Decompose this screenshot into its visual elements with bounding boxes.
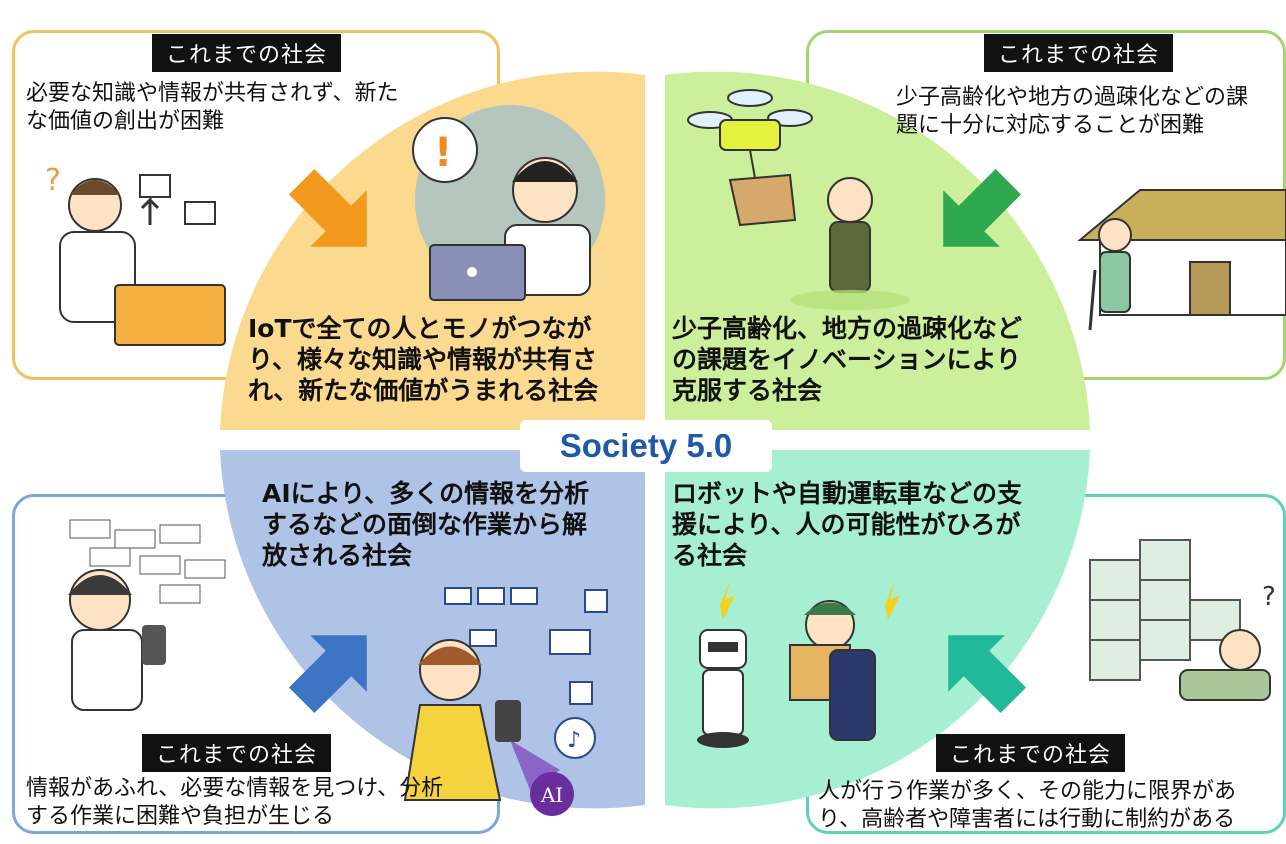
stressed-woman-phone-icon: [68, 569, 166, 711]
new-text-top-right: 少子高齢化、地方の過疎化など の課題をイノベーションにより 克服する社会: [672, 314, 1023, 405]
ai-badge-label: AI: [540, 783, 563, 807]
new-text-top-left: IoTで全ての人とモノがつなが り、様々な知識や情報が共有さ れ、新たな価値がう…: [248, 314, 599, 405]
old-society-tag-bottom-left: これまでの社会: [142, 734, 332, 772]
arrow-bottom-left-icon: [288, 635, 367, 714]
new-text-bottom-right: ロボットや自動運転車などの支 援により、人の可能性がひろが る社会: [672, 479, 1023, 570]
delivery-worker-icon: [720, 580, 900, 741]
exhausted-worker-icon: ?: [1179, 582, 1276, 701]
quadrant-bottom-right: [665, 450, 1090, 809]
ai-network-icon: ♪: [444, 587, 608, 759]
old-text-top-left: 必要な知識や情報が共有されず、新た な価値の創出が困難: [26, 81, 399, 134]
quadrant-top-right: [665, 71, 1090, 431]
svg-text:!: !: [434, 130, 452, 176]
connected-man-laptop-icon: !: [412, 105, 605, 301]
ai-badge-icon: AI: [530, 772, 574, 816]
svg-text:?: ?: [45, 163, 61, 198]
arrow-bottom-right-icon: [948, 635, 1027, 714]
old-text-bottom-left: 情報があふれ、必要な情報を見つけ、分析 する作業に困難や負担が生じる: [26, 776, 444, 829]
arrow-top-left-icon: [288, 168, 367, 247]
elderly-person-cane-icon: [1088, 218, 1132, 331]
drone-delivery-icon: [687, 89, 813, 227]
quadrant-bottom-left: [220, 450, 645, 809]
old-society-tag-bottom-right: これまでの社会: [936, 734, 1126, 772]
confused-man-laptop-icon: ?: [45, 163, 226, 346]
svg-text:♪: ♪: [567, 728, 581, 753]
svg-text:?: ?: [1262, 582, 1276, 612]
old-text-top-right: 少子高齢化や地方の過疎化などの課 題に十分に対応することが困難: [896, 85, 1249, 138]
society-5-label: Society 5.0: [520, 420, 772, 472]
new-text-bottom-left: AIにより、多くの情報を分析 するなどの面倒な作業から解 放される社会: [262, 479, 590, 570]
old-society-tag-top-left: これまでの社会: [152, 34, 342, 72]
elderly-man-icon: [790, 177, 910, 310]
old-text-bottom-right: 人が行う作業が多く、その能力に限界があ り、高齢者や障害者には行動に制約がある: [818, 779, 1237, 832]
arrow-top-right-icon: [943, 168, 1022, 247]
heavy-boxes-icon: [1089, 539, 1241, 681]
robot-icon: [697, 629, 749, 748]
woman-smartphone-icon: [403, 639, 560, 801]
old-society-tag-top-right: これまでの社会: [984, 34, 1174, 72]
information-overload-icon: [69, 519, 226, 604]
